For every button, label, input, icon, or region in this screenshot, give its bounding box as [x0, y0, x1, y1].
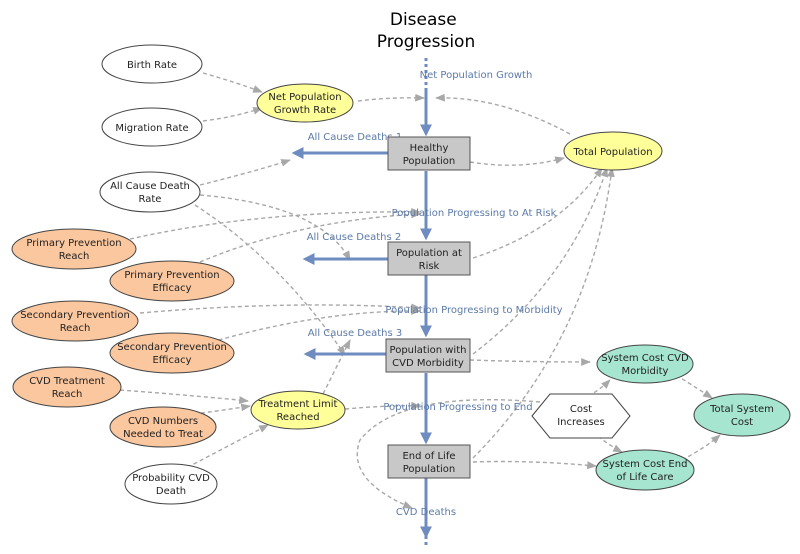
svg-text:Primary Prevention: Primary Prevention	[124, 270, 219, 281]
node-birth-rate: Birth Rate	[101, 44, 203, 84]
stock-healthy-population: Healthy Population	[387, 136, 471, 171]
svg-text:Population at: Population at	[396, 248, 462, 259]
stock-population-at-risk: Population at Risk	[387, 241, 471, 276]
node-net-population-growth-rate: Net Population Growth Rate	[256, 83, 354, 123]
svg-text:of Life Care: of Life Care	[616, 472, 673, 483]
svg-text:Total Population: Total Population	[572, 147, 652, 158]
svg-text:Efficacy: Efficacy	[152, 283, 191, 294]
svg-text:Efficacy: Efficacy	[152, 355, 191, 366]
node-cost-increases: Cost Increases	[531, 393, 631, 439]
svg-text:Death: Death	[156, 486, 186, 497]
node-system-cost-cvd-morbidity: System Cost CVD Morbidity	[596, 344, 694, 384]
title-line-1: Disease	[390, 10, 457, 30]
flow-all-cause-deaths-2: All Cause Deaths 2	[307, 232, 402, 243]
node-probability-cvd-death: Probability CVD Death	[124, 463, 218, 505]
svg-text:Needed to Treat: Needed to Treat	[123, 429, 203, 440]
node-cvd-treatment-reach: CVD Treatment Reach	[12, 366, 122, 408]
flow-progressing-to-at-risk: Population Progressing to At Risk	[392, 208, 557, 219]
flow-all-cause-deaths-1: All Cause Deaths 1	[308, 132, 403, 143]
svg-text:Total System: Total System	[709, 404, 774, 415]
node-migration-rate: Migration Rate	[101, 107, 203, 147]
node-secondary-prevention-reach: Secondary Prevention Reach	[11, 300, 139, 342]
svg-text:Risk: Risk	[419, 261, 440, 272]
svg-text:All Cause Death: All Cause Death	[110, 181, 190, 192]
svg-text:Reach: Reach	[60, 323, 91, 334]
stock-end-of-life-population: End of Life Population	[387, 444, 471, 479]
svg-text:Cost: Cost	[570, 404, 592, 415]
flow-net-population-growth: Net Population Growth	[420, 70, 533, 81]
svg-text:Treatment Limit: Treatment Limit	[258, 399, 338, 410]
flow-progressing-to-end: Population Progressing to End	[383, 402, 532, 413]
svg-text:System Cost CVD: System Cost CVD	[601, 353, 689, 364]
svg-text:Secondary Prevention: Secondary Prevention	[117, 342, 227, 353]
svg-text:Reach: Reach	[59, 251, 90, 262]
svg-text:Primary Prevention: Primary Prevention	[26, 238, 121, 249]
svg-text:Migration Rate: Migration Rate	[115, 123, 188, 134]
flow-pipes	[291, 58, 432, 548]
svg-text:Probability CVD: Probability CVD	[132, 473, 210, 484]
diagram-title: Disease Progression	[377, 10, 475, 52]
flow-cvd-deaths: CVD Deaths	[396, 507, 456, 518]
node-primary-prevention-efficacy: Primary Prevention Efficacy	[109, 260, 235, 302]
svg-text:Secondary Prevention: Secondary Prevention	[20, 310, 130, 321]
node-cvd-numbers-needed-to-treat: CVD Numbers Needed to Treat	[109, 406, 217, 448]
title-line-2: Progression	[377, 32, 475, 52]
svg-text:Morbidity: Morbidity	[622, 366, 669, 377]
svg-text:Reach: Reach	[52, 389, 83, 400]
node-total-population: Total Population	[563, 131, 663, 171]
node-secondary-prevention-efficacy: Secondary Prevention Efficacy	[109, 332, 235, 374]
svg-text:Population: Population	[403, 464, 456, 475]
node-system-cost-end-of-life-care: System Cost End of Life Care	[595, 449, 695, 491]
node-total-system-cost: Total System Cost	[693, 393, 791, 437]
svg-text:Healthy: Healthy	[410, 143, 449, 154]
svg-text:Birth Rate: Birth Rate	[127, 60, 177, 71]
svg-text:System Cost End: System Cost End	[603, 459, 688, 470]
stock-population-with-cvd-morbidity: Population with CVD Morbidity	[385, 338, 471, 373]
node-primary-prevention-reach: Primary Prevention Reach	[11, 228, 137, 270]
info-links	[119, 72, 721, 509]
svg-text:Cost: Cost	[731, 417, 753, 428]
svg-text:Reached: Reached	[276, 412, 319, 423]
svg-text:CVD Treatment: CVD Treatment	[29, 376, 105, 387]
svg-text:CVD Numbers: CVD Numbers	[128, 416, 198, 427]
flow-progressing-to-morbidity: Population Progressing to Morbidity	[385, 305, 562, 316]
svg-text:Growth Rate: Growth Rate	[274, 105, 336, 116]
svg-text:Net Population: Net Population	[268, 92, 341, 103]
svg-text:CVD Morbidity: CVD Morbidity	[392, 358, 464, 369]
node-treatment-limit-reached: Treatment Limit Reached	[250, 390, 346, 430]
flow-labels: Net Population Growth All Cause Deaths 1…	[307, 70, 563, 518]
node-all-cause-death-rate: All Cause Death Rate	[99, 171, 201, 213]
svg-text:Population with: Population with	[390, 345, 467, 356]
svg-text:End of Life: End of Life	[402, 451, 455, 462]
flow-all-cause-deaths-3: All Cause Deaths 3	[308, 328, 403, 339]
svg-text:Population: Population	[403, 156, 456, 167]
svg-text:Increases: Increases	[557, 417, 605, 428]
svg-text:Rate: Rate	[139, 194, 162, 205]
